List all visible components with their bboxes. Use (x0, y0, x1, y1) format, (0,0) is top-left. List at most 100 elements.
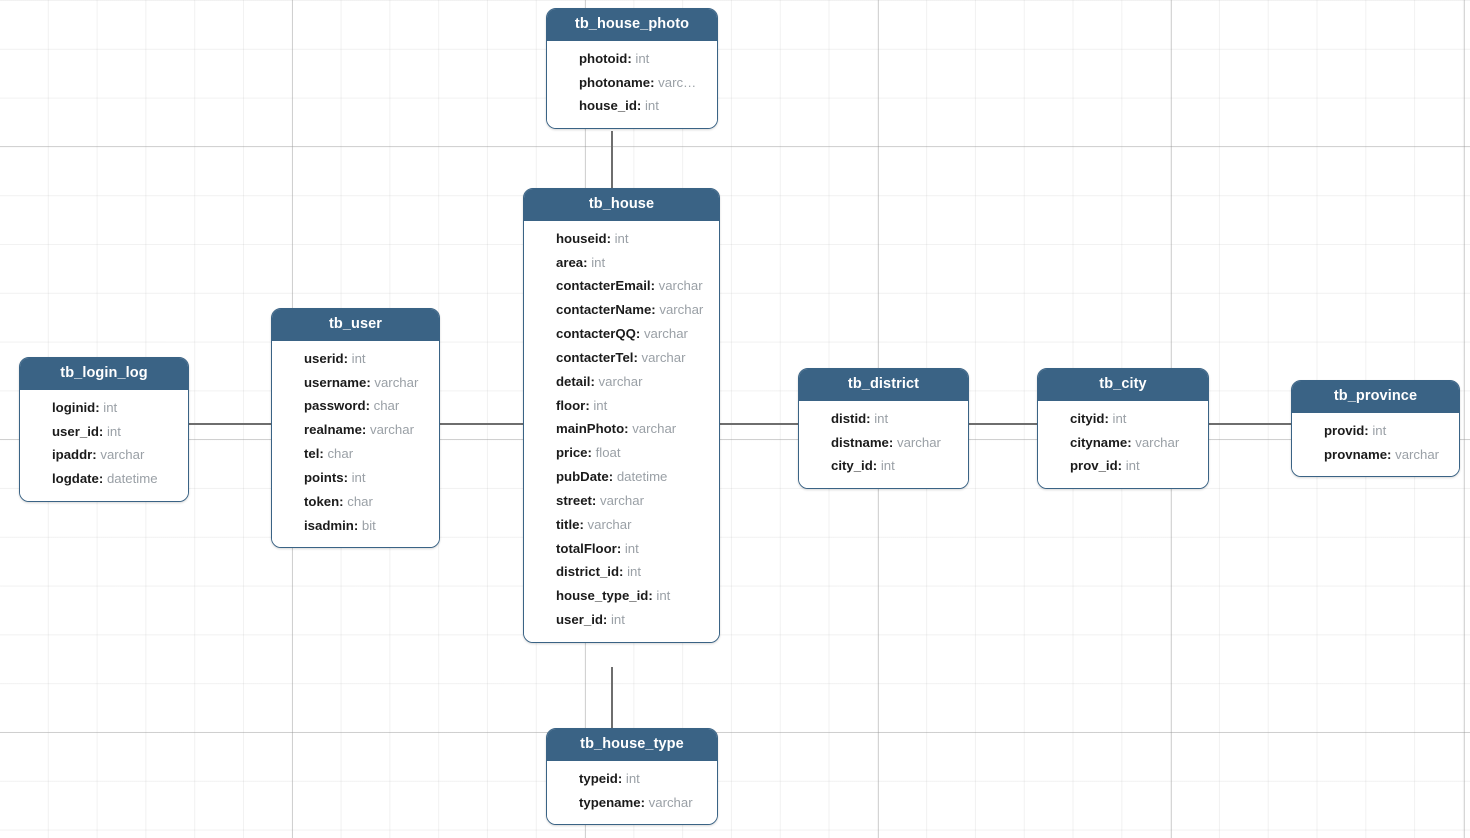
field-separator: : (361, 422, 370, 438)
field-type: varchar (641, 349, 686, 365)
field-row[interactable]: tel: char (272, 442, 439, 466)
field-row[interactable]: contacterQQ: varchar (524, 322, 719, 346)
field-row[interactable]: loginid: int (20, 396, 188, 420)
field-row[interactable]: cityid: int (1038, 407, 1208, 431)
relationship-line-tb_district-to-tb_city[interactable] (968, 423, 1039, 425)
field-separator: : (319, 446, 328, 462)
field-name: floor (556, 397, 586, 413)
field-row[interactable]: distname: varchar (799, 431, 968, 455)
field-row[interactable]: pubDate: datetime (524, 465, 719, 489)
field-separator: : (98, 423, 107, 439)
field-name: typename (579, 794, 641, 810)
field-row[interactable]: typeid: int (547, 767, 717, 791)
field-row[interactable]: detail: varchar (524, 370, 719, 394)
field-type: varchar (632, 421, 677, 437)
field-type: int (103, 399, 118, 415)
field-row[interactable]: house_id: int (547, 94, 717, 118)
field-row[interactable]: username: varchar (272, 371, 439, 395)
field-row[interactable]: logdate: datetime (20, 467, 188, 491)
field-name: username (304, 374, 367, 390)
field-row[interactable]: district_id: int (524, 560, 719, 584)
field-row[interactable]: mainPhoto: varchar (524, 417, 719, 441)
field-row[interactable]: ipaddr: varchar (20, 443, 188, 467)
field-separator: : (624, 421, 633, 437)
field-type: int (591, 254, 606, 270)
field-row[interactable]: title: varchar (524, 513, 719, 537)
field-type: int (1125, 458, 1140, 474)
relationship-line-tb_house_photo-to-tb_house[interactable] (611, 131, 613, 189)
field-name: city_id (831, 458, 873, 474)
field-name: cityid (1070, 410, 1105, 426)
field-row[interactable]: realname: varchar (272, 418, 439, 442)
field-name: typeid (579, 770, 618, 786)
relationship-line-tb_city-to-tb_province[interactable] (1208, 423, 1293, 425)
field-separator: : (591, 492, 600, 508)
relationship-line-tb_house-to-tb_district[interactable] (719, 423, 800, 425)
field-row[interactable]: contacterTel: varchar (524, 346, 719, 370)
field-type: varchar (896, 434, 941, 450)
field-row[interactable]: typename: varchar (547, 791, 717, 815)
field-row[interactable]: street: varchar (524, 489, 719, 513)
relationship-line-tb_house-to-tb_house_type[interactable] (611, 667, 613, 729)
field-type: float (595, 445, 621, 461)
field-name: pubDate (556, 469, 609, 485)
field-separator: : (650, 74, 659, 90)
field-separator: : (587, 445, 596, 461)
field-row[interactable]: area: int (524, 251, 719, 275)
field-row[interactable]: provname: varchar (1292, 443, 1459, 467)
field-row[interactable]: cityname: varchar (1038, 431, 1208, 455)
relationship-line-tb_user-to-tb_house[interactable] (439, 423, 525, 425)
field-type: int (614, 230, 629, 246)
entity-title-tb_city: tb_city (1038, 369, 1208, 401)
field-row[interactable]: houseid: int (524, 227, 719, 251)
field-row[interactable]: token: char (272, 490, 439, 514)
field-row[interactable]: password: char (272, 394, 439, 418)
field-row[interactable]: points: int (272, 466, 439, 490)
field-name: district_id (556, 564, 620, 580)
field-separator: : (616, 540, 625, 556)
field-row[interactable]: floor: int (524, 394, 719, 418)
field-row[interactable]: city_id: int (799, 454, 968, 478)
field-row[interactable]: house_type_id: int (524, 584, 719, 608)
field-separator: : (583, 254, 592, 270)
field-row[interactable]: user_id: int (524, 608, 719, 632)
field-row[interactable]: price: float (524, 441, 719, 465)
field-row[interactable]: provid: int (1292, 419, 1459, 443)
field-separator: : (640, 794, 649, 810)
field-separator: : (888, 434, 897, 450)
field-row[interactable]: photoname: varc… (547, 71, 717, 95)
field-type: int (351, 469, 366, 485)
field-type: datetime (106, 471, 158, 487)
field-type: int (635, 50, 650, 66)
entity-title-tb_house: tb_house (524, 189, 719, 221)
field-row[interactable]: photoid: int (547, 47, 717, 71)
field-row[interactable]: prov_id: int (1038, 454, 1208, 478)
field-separator: : (619, 564, 628, 580)
entity-title-tb_user: tb_user (272, 309, 439, 341)
field-row[interactable]: userid: int (272, 347, 439, 371)
field-type: varchar (598, 373, 643, 389)
field-row[interactable]: totalFloor: int (524, 537, 719, 561)
field-row[interactable]: user_id: int (20, 420, 188, 444)
relationship-line-tb_login_log-to-tb_user[interactable] (188, 423, 273, 425)
field-separator: : (635, 326, 644, 342)
field-name: street (556, 492, 592, 508)
field-type: int (880, 458, 895, 474)
field-row[interactable]: isadmin: bit (272, 514, 439, 538)
field-row[interactable]: contacterEmail: varchar (524, 274, 719, 298)
field-row[interactable]: contacterName: varchar (524, 298, 719, 322)
field-type: int (1112, 410, 1127, 426)
field-row[interactable]: distid: int (799, 407, 968, 431)
